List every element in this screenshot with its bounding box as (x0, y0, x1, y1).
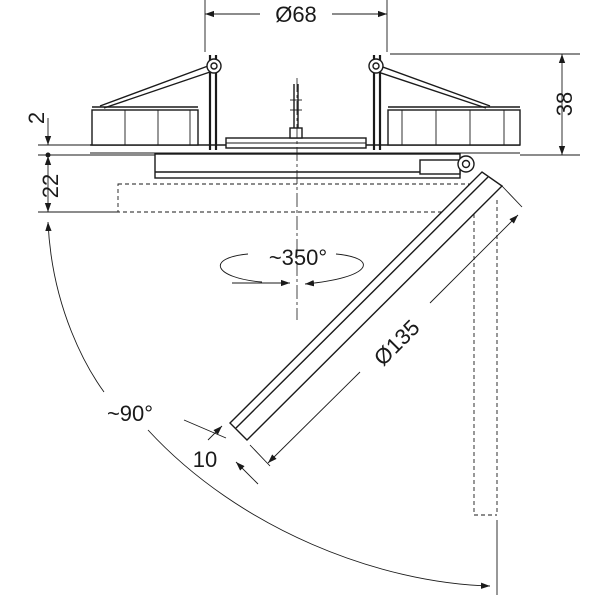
left-spring-clip (99, 55, 222, 150)
gap-left-label: 2 (24, 112, 49, 124)
dimension-gap-left: 2 (24, 112, 155, 158)
diameter-panel-label: Ø135 (369, 315, 425, 371)
depth-left-label: 22 (38, 174, 63, 198)
height-right-label: 38 (552, 92, 577, 116)
tilt-angle-label: ~90° (107, 401, 153, 426)
thickness-label: 10 (193, 447, 217, 472)
base-plate (154, 153, 461, 179)
diameter-top-label: Ø68 (275, 2, 317, 27)
left-housing-block (91, 106, 199, 146)
dimension-thickness: 10 (183, 419, 259, 485)
right-housing-block (387, 106, 521, 146)
dimension-diameter-top: Ø68 (204, 0, 388, 52)
dimension-height-right: 38 (390, 53, 580, 156)
right-spring-clip (368, 55, 491, 150)
panel-open-position (473, 200, 498, 516)
dimension-diameter-panel: Ø135 (249, 185, 523, 467)
dimension-depth-left: 22 (38, 156, 118, 213)
rotation-label: ~350° (269, 245, 327, 270)
rotation-indicator: ~350° (219, 245, 364, 287)
hinge (457, 155, 475, 173)
lamp-body (225, 84, 367, 149)
dimension-tilt-angle: ~90° (45, 221, 498, 595)
